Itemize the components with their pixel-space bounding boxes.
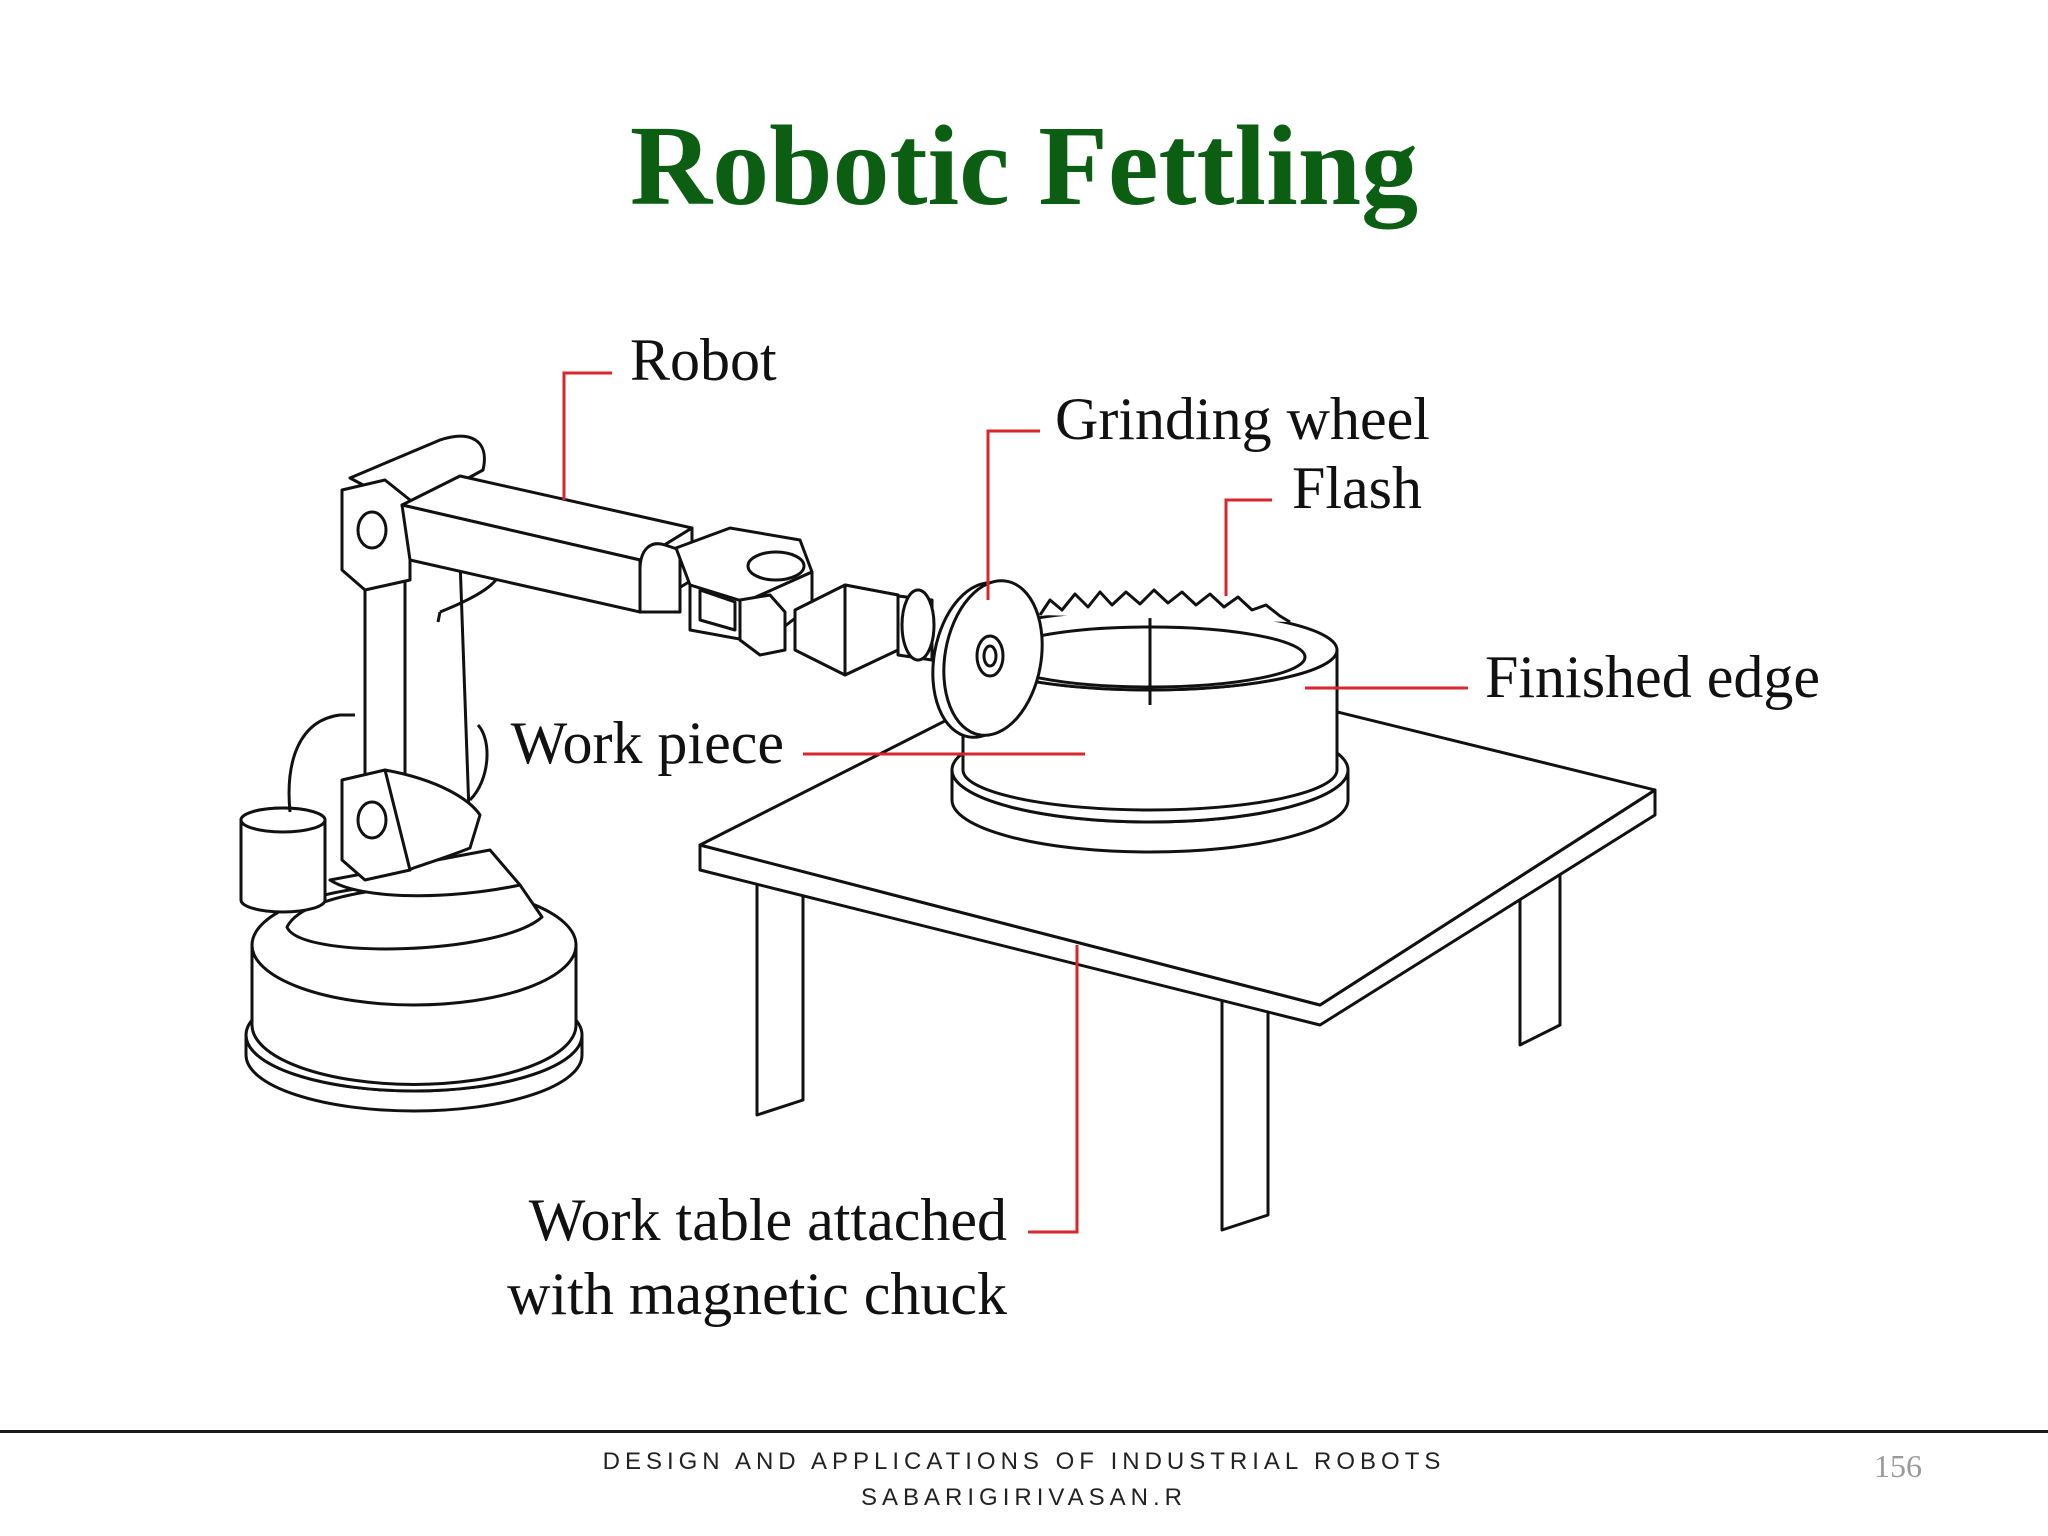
footer-author: SABARIGIRIVASAN.R <box>861 1484 1187 1511</box>
grinding-wheel-label: Grinding wheel <box>1055 386 1430 452</box>
finished-edge-label: Finished edge <box>1485 644 1820 710</box>
page-number: 156 <box>1874 1448 1922 1484</box>
footer-divider <box>0 1430 2048 1433</box>
robot-leader <box>562 371 612 500</box>
robot-label: Robot <box>630 327 777 393</box>
grinding-wheel-leader <box>986 429 1040 600</box>
flash-label: Flash <box>1292 455 1422 521</box>
work-table-leader <box>1028 945 1079 1234</box>
work-table-label-line1: Work table attached <box>529 1187 1007 1253</box>
work-piece <box>950 588 1350 854</box>
work-piece-label: Work piece <box>511 710 784 776</box>
grinding-wheel <box>931 579 1044 739</box>
robot-arm <box>340 434 936 882</box>
robot-base <box>239 713 584 1113</box>
flash-leader <box>1224 498 1272 596</box>
flash-edge <box>1038 588 1291 624</box>
work-table-label-line2: with magnetic chuck <box>507 1261 1007 1327</box>
footer-course-title: DESIGN AND APPLICATIONS OF INDUSTRIAL RO… <box>602 1448 1446 1475</box>
slide-title: Robotic Fettling <box>629 102 1419 229</box>
